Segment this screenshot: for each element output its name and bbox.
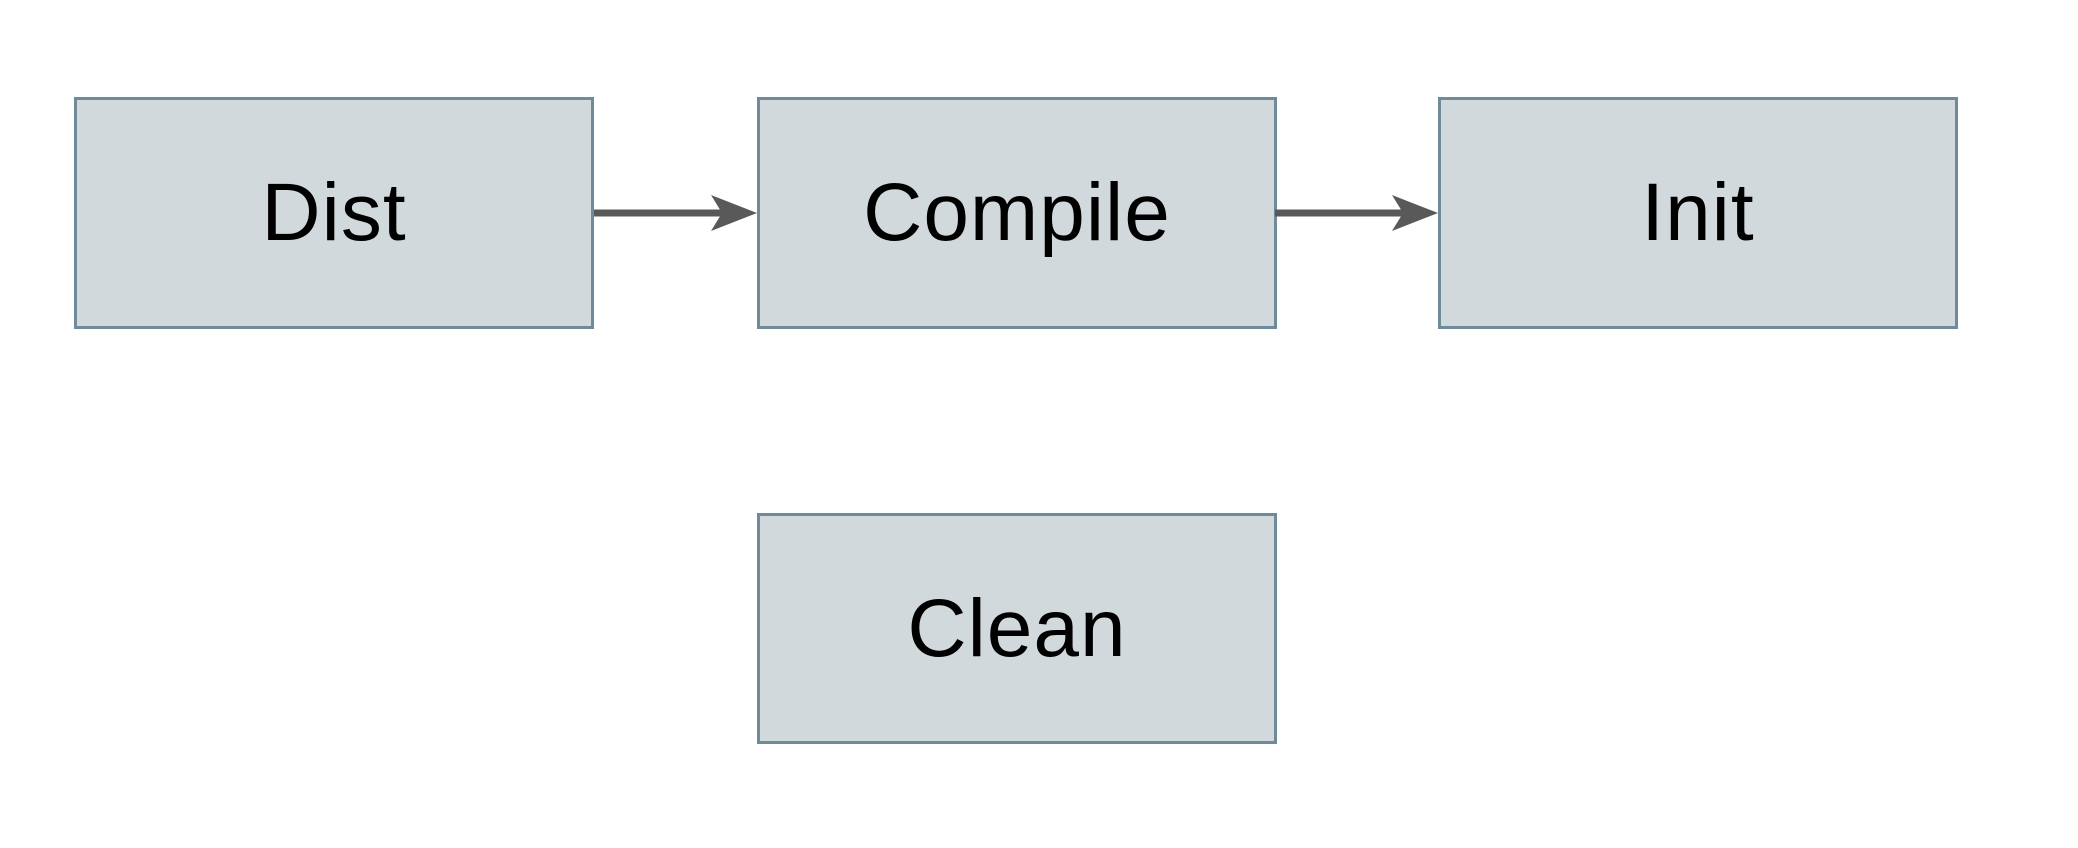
arrow-compile-to-init [1275, 195, 1438, 231]
node-compile-label: Compile [863, 167, 1171, 258]
node-compile[interactable]: Compile [757, 97, 1277, 329]
arrowhead [711, 195, 757, 231]
node-dist-label: Dist [261, 167, 407, 258]
node-dist[interactable]: Dist [74, 97, 594, 329]
node-init-label: Init [1641, 167, 1755, 258]
arrow-dist-to-compile [594, 195, 757, 231]
arrowhead [1392, 195, 1438, 231]
node-init[interactable]: Init [1438, 97, 1958, 329]
node-clean[interactable]: Clean [757, 513, 1277, 744]
node-clean-label: Clean [907, 582, 1127, 674]
